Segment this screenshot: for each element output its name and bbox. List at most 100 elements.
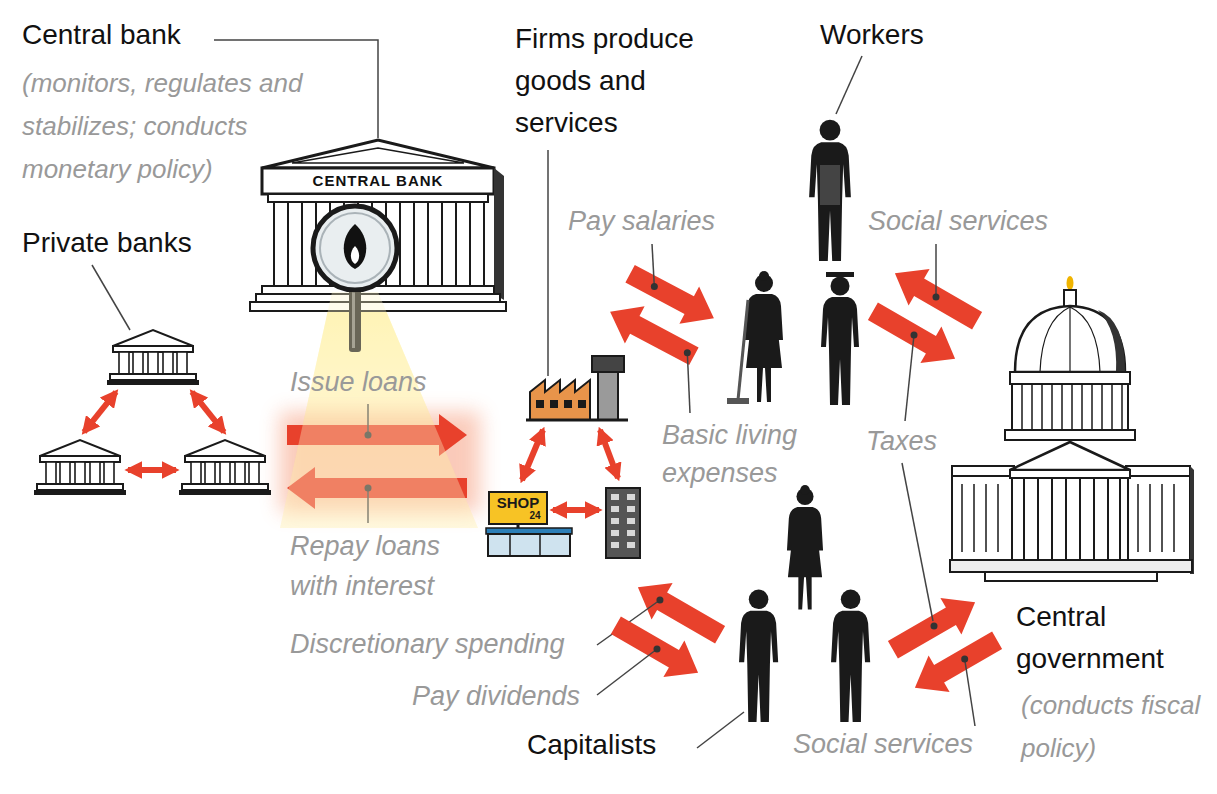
- diagram-node: Private banks: [34, 326, 272, 498]
- spotlight-tint: [280, 292, 478, 528]
- diagram-node: Central government(conducts fiscal polic…: [946, 274, 1194, 594]
- central-bank-building: [470, 202, 484, 286]
- diagram-node: Capitalists: [735, 482, 889, 726]
- private-bank-icons: [107, 330, 199, 385]
- flow-label: Issue loans: [290, 366, 427, 399]
- private-bank-icons: [84, 392, 116, 432]
- leader-lines: [547, 150, 549, 376]
- node-note: (conducts fiscal policy): [1021, 684, 1211, 770]
- capitol-building: [950, 560, 1192, 572]
- firm-icons: [489, 492, 547, 524]
- node-title: Firms produce goods and services: [515, 18, 720, 144]
- magnifying-glass: [313, 206, 397, 290]
- node-title: Capitalists: [527, 728, 656, 762]
- leader-line: [965, 659, 975, 726]
- central-bank-building: [274, 202, 288, 286]
- building-sign: CENTRAL BANK: [262, 168, 494, 194]
- capitalist-figures: [739, 590, 778, 722]
- firm-icons: [600, 430, 618, 478]
- leader-lines: [836, 56, 862, 114]
- capitol-building: [1067, 276, 1074, 290]
- leader-line: [905, 335, 914, 421]
- capitol-building: [1012, 384, 1128, 430]
- capitol-building: [950, 276, 1194, 581]
- diagram-node: Firms produce goods and servicesSHOP24: [483, 352, 643, 558]
- leader-lines: [92, 265, 130, 330]
- flow-label: Pay dividends: [412, 680, 580, 713]
- node-title: Central bank: [22, 18, 181, 52]
- firm-icons: [627, 530, 635, 536]
- capitol-building: [1126, 466, 1190, 476]
- leader-dot: [961, 656, 968, 663]
- worker-figures: [821, 277, 859, 406]
- firm-icons: [592, 356, 624, 372]
- firm-icons: [553, 507, 599, 513]
- worker-figures: [820, 165, 840, 205]
- capitol-building: [1040, 307, 1100, 372]
- diagram-node: Central bank(monitors, regulates and sta…: [250, 138, 506, 312]
- leader-dot: [654, 646, 661, 653]
- firm-icons: [522, 430, 543, 480]
- firm-icons: [486, 356, 640, 558]
- flow-arrow: [915, 632, 1002, 692]
- leader-dot: [933, 294, 940, 301]
- capitol-building: [952, 466, 1014, 476]
- central-bank-building: [414, 202, 428, 286]
- magnifying-glass: [351, 246, 359, 264]
- flow-label: Social services: [793, 728, 973, 761]
- leader-line: [597, 649, 657, 695]
- capitalist-figures: [739, 485, 870, 722]
- flow-label: Pay salaries: [568, 205, 715, 238]
- leader-line: [687, 353, 690, 413]
- leader-line: [902, 463, 933, 621]
- private-bank-icons: [179, 440, 271, 495]
- node-title: Private banks: [22, 226, 192, 260]
- leader-dot: [651, 283, 658, 290]
- node-title: Central government: [1016, 596, 1211, 680]
- private-bank-icons: [192, 392, 224, 432]
- capitol-building: [1012, 478, 1128, 560]
- node-note: (monitors, regulates and stabilizes; con…: [22, 62, 327, 191]
- firm-icons: [611, 494, 619, 500]
- firm-icons: [627, 494, 635, 500]
- firm-icons: [611, 518, 619, 524]
- leader-dot: [656, 597, 663, 604]
- capitol-building: [1190, 466, 1194, 574]
- spotlight-beam: [280, 292, 478, 528]
- private-bank-icons: [34, 330, 271, 495]
- firm-icons: [611, 530, 619, 536]
- worker-figures: [809, 120, 851, 261]
- firm-icons: [488, 534, 570, 556]
- flow-label: Taxes: [866, 425, 937, 458]
- capitol-building: [1126, 476, 1190, 560]
- capitalist-figures: [831, 590, 870, 722]
- private-bank-icons: [34, 440, 126, 495]
- worker-figures: [727, 120, 859, 405]
- central-bank-building: [250, 140, 506, 311]
- firm-icons: [536, 400, 544, 408]
- capitol-building: [1022, 384, 1122, 430]
- central-bank-building: [262, 168, 494, 194]
- firm-icons: [627, 542, 635, 548]
- worker-figures: [738, 300, 748, 400]
- flow-label: Repay loans with interest: [290, 526, 465, 606]
- leader-lines: [697, 712, 744, 748]
- firm-icons: [611, 542, 619, 548]
- magnifying-glass: [344, 224, 367, 269]
- flow-arrow: [611, 617, 698, 677]
- firm-icons: [611, 506, 619, 512]
- leader-lines: [92, 40, 862, 748]
- leader-line: [935, 244, 937, 297]
- shop-sign: 24: [525, 510, 545, 522]
- firm-icons: [509, 534, 511, 556]
- central-bank-building: [262, 140, 494, 168]
- capitol-building: [1098, 310, 1125, 372]
- firm-icons: [539, 534, 541, 556]
- worker-figures: [745, 271, 783, 402]
- flow-arrow: [610, 306, 699, 365]
- firm-icons: [627, 518, 635, 524]
- firm-icons: [627, 506, 635, 512]
- worker-figures: [826, 272, 854, 277]
